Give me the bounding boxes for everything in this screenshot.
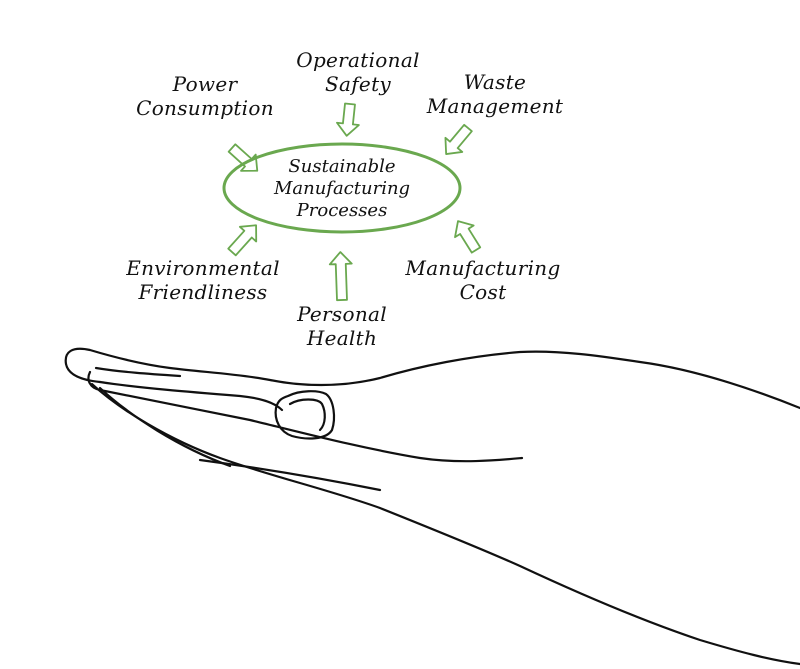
node-power-consumption-line-1: Power [172, 72, 238, 96]
arrow-waste-management [444, 123, 473, 155]
center-title-line-2: Manufacturing [273, 178, 411, 199]
node-personal-health: Personal Health [272, 302, 412, 350]
open-palm-hand-icon [64, 347, 800, 666]
node-waste-management-line-1: Waste [463, 70, 527, 94]
arrow-operational-safety [336, 102, 360, 137]
node-personal-health-line-1: Personal [297, 302, 387, 326]
center-title: Sustainable Manufacturing Processes [242, 156, 442, 222]
arrow-environmental-friendliness [227, 224, 258, 257]
node-power-consumption: Power Consumption [110, 72, 300, 120]
node-manufacturing-cost: Manufacturing Cost [378, 256, 588, 304]
node-operational-safety-line-1: Operational [296, 48, 420, 72]
node-waste-management-line-2: Management [426, 94, 564, 118]
node-power-consumption-line-2: Consumption [136, 96, 274, 120]
node-personal-health-line-2: Health [306, 326, 378, 350]
node-environmental-friendliness: Environmental Friendliness [98, 256, 308, 304]
node-environmental-friendliness-line-2: Friendliness [138, 280, 268, 304]
node-operational-safety: Operational Safety [268, 48, 448, 96]
center-ellipse [222, 142, 462, 234]
arrow-manufacturing-cost [454, 220, 482, 254]
node-environmental-friendliness-line-1: Environmental [126, 256, 280, 280]
center-title-line-1: Sustainable [288, 156, 396, 177]
node-operational-safety-line-2: Safety [325, 72, 391, 96]
center-title-line-3: Processes [296, 200, 388, 221]
node-waste-management: Waste Management [405, 70, 585, 118]
node-manufacturing-cost-line-2: Cost [459, 280, 507, 304]
arrow-personal-health [328, 251, 353, 302]
arrow-power-consumption [227, 143, 259, 172]
node-manufacturing-cost-line-1: Manufacturing [405, 256, 561, 280]
